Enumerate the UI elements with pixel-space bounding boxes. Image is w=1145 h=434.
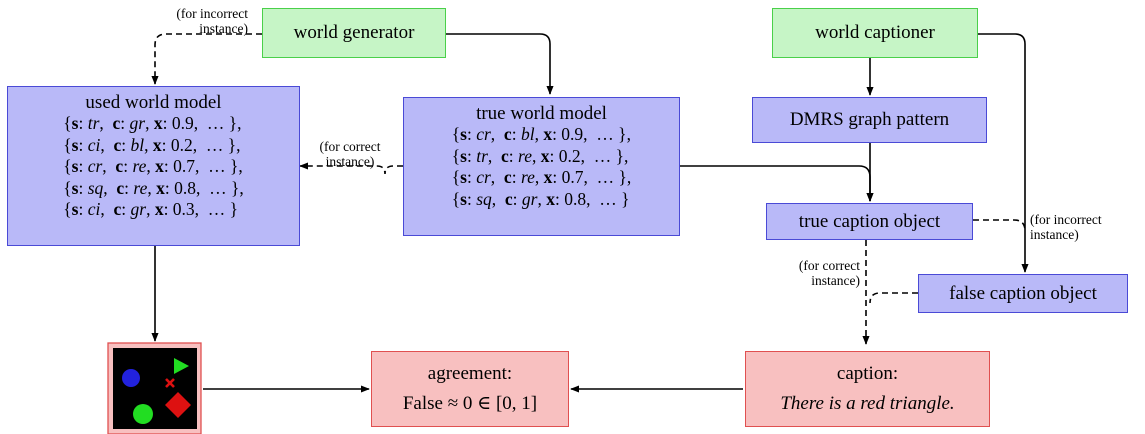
- agreement-label: agreement:: [427, 363, 513, 384]
- dmrs-graph-pattern-label: DMRS graph pattern: [789, 109, 950, 130]
- world-model-row: {s: ci, c: bl, x: 0.2, … },: [63, 134, 241, 155]
- blue-circle-shape: [122, 369, 140, 387]
- world-model-row: {s: tr, c: gr, x: 0.9, … },: [63, 113, 242, 133]
- red-square-shape: [165, 392, 191, 418]
- world-model-row: {s: cr, c: re, x: 0.7, … },: [451, 167, 632, 187]
- true-world-model-title: true world model: [476, 103, 607, 124]
- green-circle-shape: [133, 404, 153, 424]
- caption-text: There is a red triangle.: [780, 393, 955, 414]
- world-generator-box: world generator: [262, 8, 446, 58]
- world-model-row: {s: cr, c: re, x: 0.7, … },: [63, 156, 243, 176]
- arrow-true-to-used-model: [299, 162, 403, 175]
- arrow-true-caption-to-false-caption: [973, 219, 1026, 232]
- caption-label: caption:: [836, 363, 899, 384]
- note-incorrect-instance-right: (for incorrect instance): [1030, 212, 1102, 242]
- true-world-model-rows: {s: cr, c: bl, x: 0.9, … },{s: tr, c: re…: [452, 124, 632, 210]
- arrow-false-caption-to-caption: [869, 292, 918, 304]
- world-model-row: {s: tr, c: re, x: 0.2, … },: [451, 145, 629, 166]
- world-model-row: {s: ci, c: gr, x: 0.3, … }: [63, 199, 239, 219]
- used-world-model-rows: {s: tr, c: gr, x: 0.9, … },{s: ci, c: bl…: [63, 113, 244, 221]
- arrow-generator-to-true-model: [446, 33, 554, 95]
- agreement-value: False ≈ 0 ∈ [0, 1]: [402, 393, 538, 414]
- note-correct-instance-left: (for correct instance): [319, 139, 381, 169]
- false-caption-object-label: false caption object: [949, 282, 1097, 304]
- world-model-row: {s: sq, c: gr, x: 0.8, … }: [451, 188, 630, 209]
- world-model-row: {s: sq, c: re, x: 0.8, … },: [63, 177, 244, 198]
- world-generator-label: world generator: [293, 22, 415, 43]
- note-incorrect-instance-top: (for incorrect instance): [176, 6, 248, 36]
- red-cross-shape: [165, 378, 175, 388]
- arrow-captioner-to-false-caption: [978, 33, 1029, 273]
- true-caption-object-label: true caption object: [798, 210, 941, 232]
- arrow-generator-to-used-model: [151, 33, 262, 85]
- world-image-thumbnail: [107, 342, 202, 434]
- false-caption-object-box: false caption object: [918, 274, 1128, 313]
- note-correct-instance-mid: (for correct instance): [798, 258, 860, 288]
- true-caption-object-box: true caption object: [766, 203, 973, 240]
- dmrs-graph-pattern-box: DMRS graph pattern: [752, 97, 987, 143]
- green-triangle-shape: [174, 358, 189, 374]
- used-world-model-box: used world model {s: tr, c: gr, x: 0.9, …: [7, 86, 300, 246]
- world-model-row: {s: cr, c: bl, x: 0.9, … },: [451, 124, 631, 144]
- agreement-box: agreement: False ≈ 0 ∈ [0, 1]: [371, 351, 569, 427]
- world-captioner-label: world captioner: [815, 22, 935, 43]
- world-captioner-box: world captioner: [772, 8, 978, 58]
- true-world-model-box: true world model {s: cr, c: bl, x: 0.9, …: [403, 97, 680, 236]
- arrow-true-model-to-caption-object: [680, 165, 874, 202]
- used-world-model-title: used world model: [85, 92, 222, 113]
- caption-box: caption: There is a red triangle.: [745, 351, 990, 427]
